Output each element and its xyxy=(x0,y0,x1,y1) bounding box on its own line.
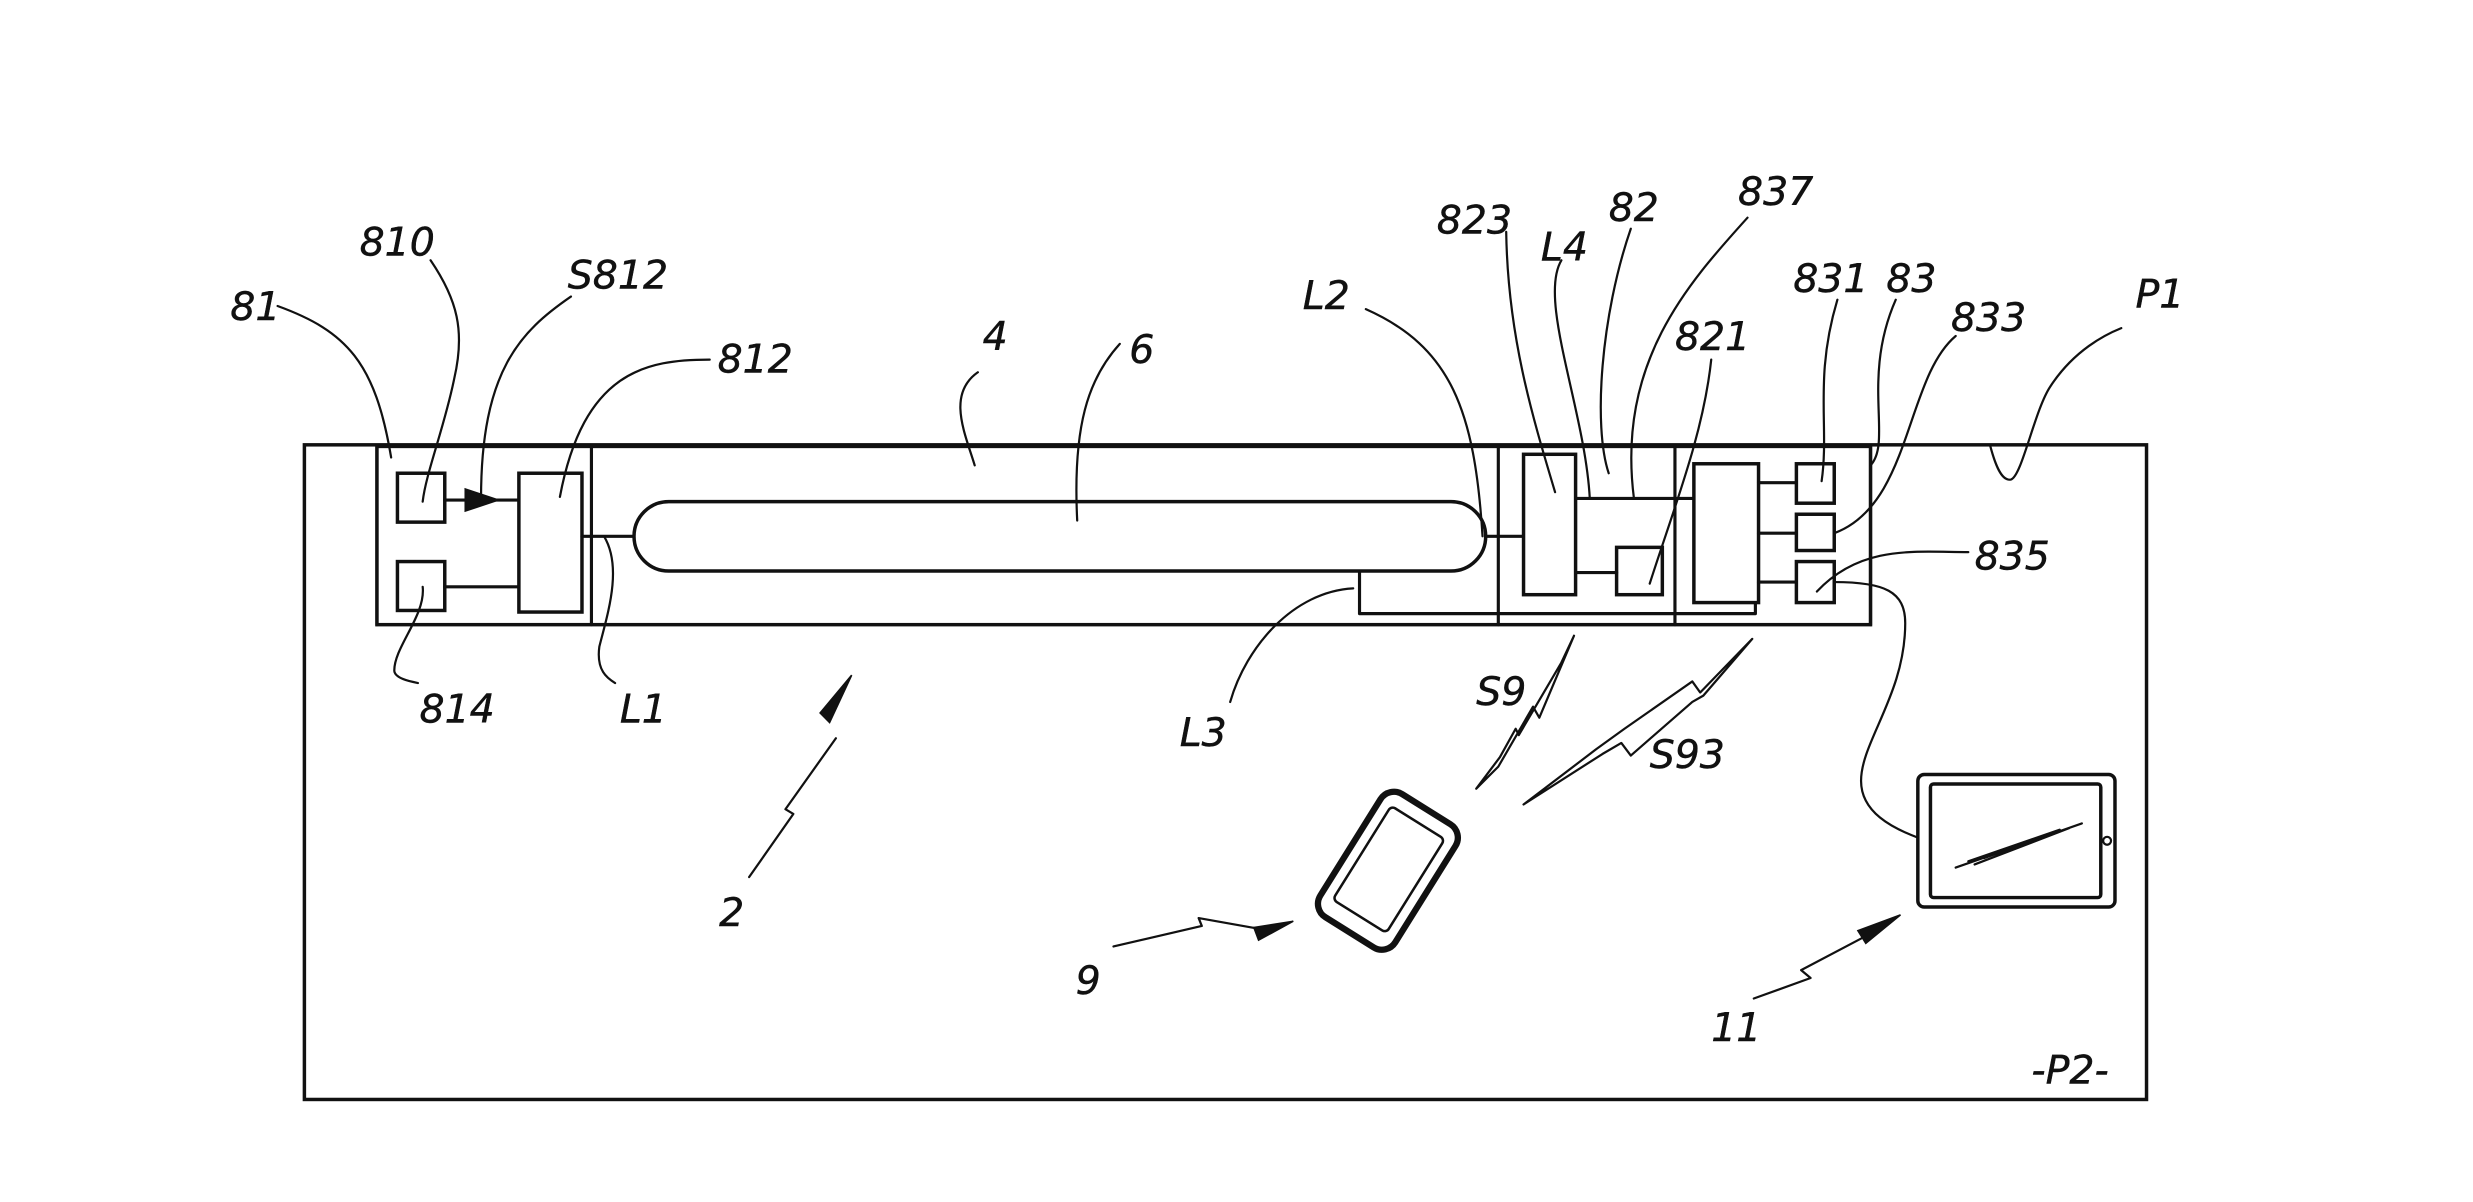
leader-831 xyxy=(1820,298,1839,483)
port-835 xyxy=(1794,559,1836,605)
arrow-2 xyxy=(748,737,838,879)
arrow-11-head xyxy=(1856,914,1901,945)
label-p1: P1 xyxy=(2135,272,2184,318)
cable-to-tablet xyxy=(1833,580,1919,839)
block-837 xyxy=(1692,462,1761,605)
label-81: 81 xyxy=(230,284,280,330)
leader-814 xyxy=(393,585,424,685)
signal-s9-icon xyxy=(1475,634,1576,790)
leader-p1 xyxy=(1989,327,2123,481)
label-823: 823 xyxy=(1437,197,1512,243)
arrow-9 xyxy=(1112,916,1271,948)
label-9: 9 xyxy=(1076,958,1101,1004)
leader-l2 xyxy=(1364,308,1484,538)
label-814: 814 xyxy=(420,686,495,732)
leader-l3 xyxy=(1229,587,1355,704)
label-p2: -P2- xyxy=(2031,1048,2108,1094)
label-l1: L1 xyxy=(620,686,667,732)
arrow-2-head xyxy=(819,674,853,724)
label-l4: L4 xyxy=(1541,224,1588,270)
wire-l3 xyxy=(1357,569,1757,616)
block-823 xyxy=(1521,452,1578,597)
leader-6 xyxy=(1075,342,1121,522)
leader-81 xyxy=(276,304,393,459)
leader-4 xyxy=(959,371,979,467)
port-833 xyxy=(1794,512,1836,553)
signal-s93-icon xyxy=(1522,637,1754,806)
leader-s812 xyxy=(479,295,573,500)
tablet-screen xyxy=(1928,782,2103,900)
leader-83 xyxy=(1869,298,1897,467)
block-812 xyxy=(517,471,584,614)
label-4: 4 xyxy=(983,314,1008,360)
block-810 xyxy=(395,471,447,524)
leader-821 xyxy=(1648,358,1713,585)
label-l2: L2 xyxy=(1303,273,1350,319)
label-82: 82 xyxy=(1609,185,1659,231)
label-l3: L3 xyxy=(1180,710,1227,756)
label-810: 810 xyxy=(360,220,435,266)
label-833: 833 xyxy=(1951,295,2026,341)
leader-810 xyxy=(421,259,461,503)
tablet xyxy=(1916,772,2117,909)
label-s812: S812 xyxy=(568,253,668,299)
label-s9: S9 xyxy=(1476,669,1526,715)
smartphone xyxy=(1314,788,1461,953)
leader-837 xyxy=(1630,216,1749,500)
block-814 xyxy=(395,559,447,613)
leader-l4 xyxy=(1553,259,1591,500)
label-812: 812 xyxy=(718,336,793,382)
port-831 xyxy=(1794,462,1836,505)
phone-screen xyxy=(1333,806,1445,933)
label-837: 837 xyxy=(1738,169,1813,215)
label-83: 83 xyxy=(1886,256,1936,302)
leader-823 xyxy=(1505,230,1557,494)
arrow-11 xyxy=(1752,937,1863,1000)
label-11: 11 xyxy=(1711,1005,1761,1051)
leader-833 xyxy=(1833,334,1957,535)
tablet-glare-icon xyxy=(1954,822,2083,869)
label-835: 835 xyxy=(1975,533,2050,579)
arrow-9-head xyxy=(1252,920,1294,942)
label-6: 6 xyxy=(1129,327,1154,373)
label-821: 821 xyxy=(1675,314,1750,360)
leader-82 xyxy=(1599,227,1632,475)
label-s93: S93 xyxy=(1650,732,1725,778)
leader-835 xyxy=(1815,550,1970,593)
tablet-home-button xyxy=(2102,835,2113,846)
block-821 xyxy=(1614,545,1665,597)
label-2: 2 xyxy=(719,890,744,936)
leader-l1 xyxy=(597,535,617,685)
tube-lamp xyxy=(632,499,1488,573)
label-831: 831 xyxy=(1793,256,1868,302)
leader-812 xyxy=(558,358,711,498)
